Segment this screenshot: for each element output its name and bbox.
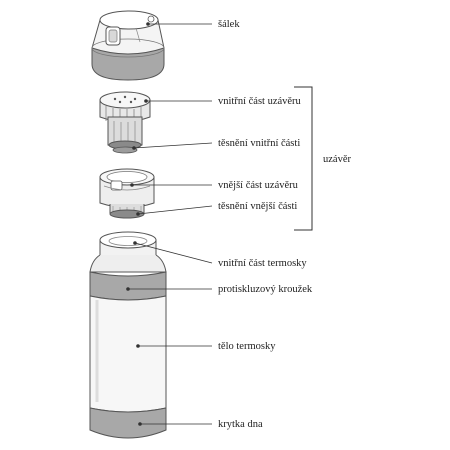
outer-cap-illustration [99,168,155,219]
leader-lines [126,22,213,426]
flask-illustration [89,231,167,439]
leader-outer-seal [137,205,213,215]
label-body: tělo termosky [218,341,276,352]
label-bottom-cover: krytka dna [218,419,263,430]
label-outer-seal: těsnění vnější části [218,201,297,212]
label-cap-group: uzávěr [323,154,351,165]
inner-cap-illustration [99,91,151,154]
label-outer-cap: vnější část uzávěru [218,180,299,191]
label-inner-cap: vnitřní část uzávěru [218,96,302,107]
cup-illustration [91,10,165,81]
label-inner-flask: vnitřní část termosky [218,258,307,269]
cap-group-bracket [294,86,313,231]
leader-inner-flask [134,242,213,264]
label-inner-seal: těsnění vnitřní části [218,138,300,149]
label-cup: šálek [218,19,240,30]
label-antislip-ring: protiskluzový kroužek [218,284,313,295]
leader-inner-seal [133,142,213,149]
